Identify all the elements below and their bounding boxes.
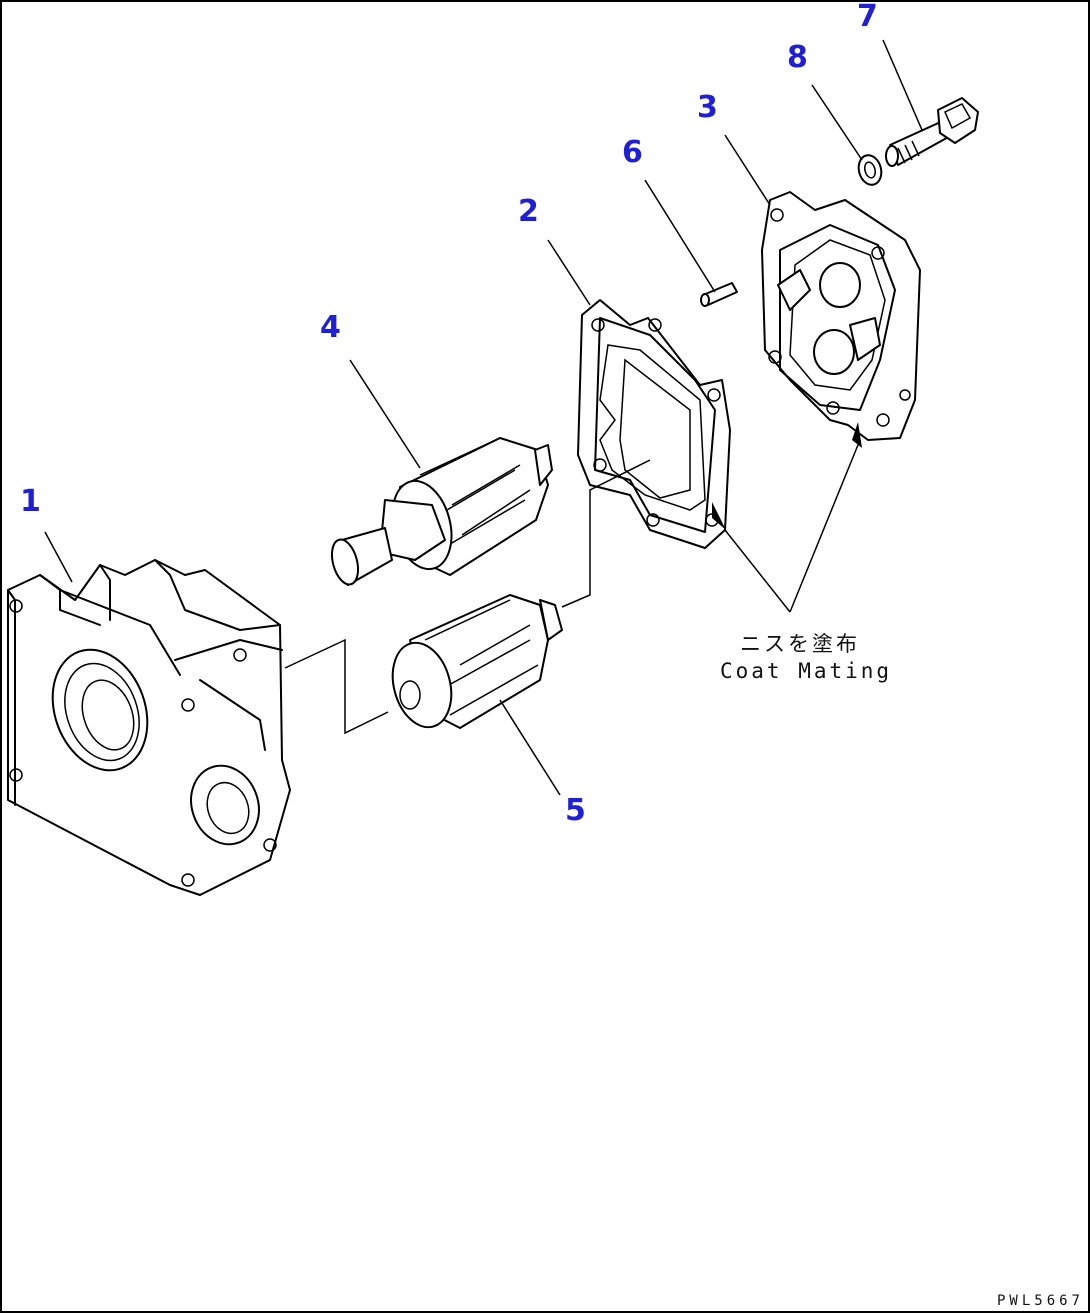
pump-body: [7, 559, 291, 896]
driven-gear: [391, 594, 563, 729]
gasket-plate: [577, 299, 731, 549]
callout-4: 4: [320, 310, 341, 345]
callout-2: 2: [518, 194, 539, 229]
callout-5: 5: [565, 793, 586, 828]
callout-8: 8: [787, 40, 808, 75]
cover: [761, 191, 921, 441]
coat-note-english: Coat Mating: [720, 659, 893, 683]
callout-6: 6: [622, 135, 643, 170]
leader-lines: [44, 39, 923, 796]
drive-gear: [330, 437, 553, 586]
dowel-pin: [700, 282, 738, 307]
coat-note-japanese: ニスを塗布: [740, 632, 860, 656]
bolt: [885, 97, 979, 167]
washer: [857, 154, 883, 186]
callout-1: 1: [20, 484, 41, 519]
drawing-code: PWL5667: [996, 1293, 1084, 1309]
callout-7: 7: [857, 0, 878, 34]
callout-3: 3: [697, 90, 718, 125]
